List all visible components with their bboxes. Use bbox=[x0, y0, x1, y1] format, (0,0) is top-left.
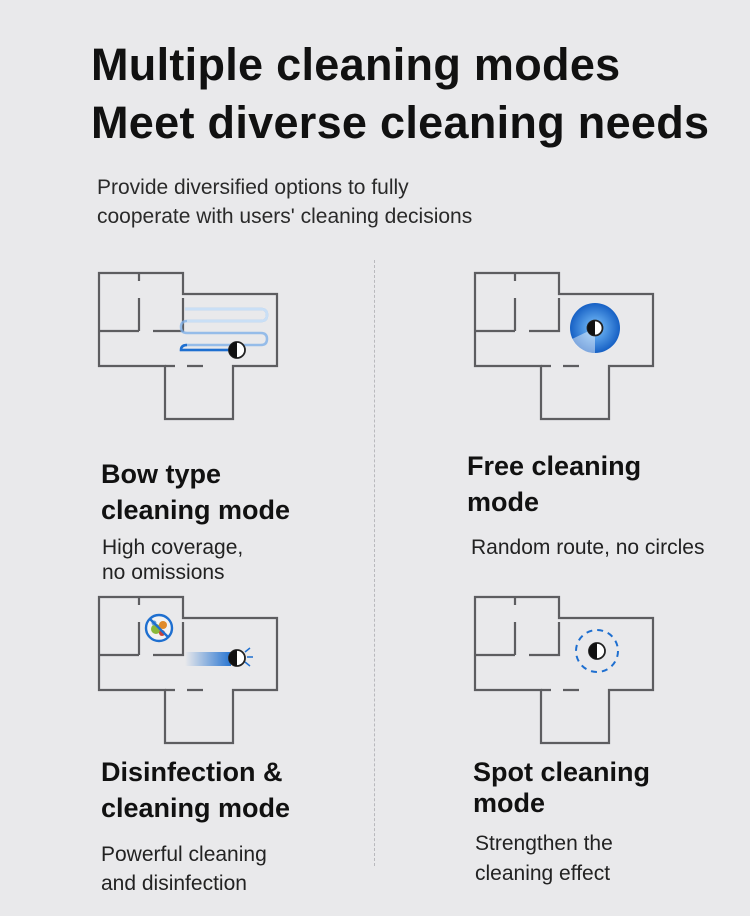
spot-cleaning-icon bbox=[473, 595, 655, 745]
mode-description: Powerful cleaning and disinfection bbox=[101, 843, 267, 895]
disinfection-icon bbox=[97, 595, 279, 745]
mode-description: Strengthen the cleaning effect bbox=[475, 832, 613, 885]
mode-description: High coverage, no omissions bbox=[102, 536, 244, 584]
free-cleaning-icon bbox=[473, 271, 655, 421]
mode-title: Spot cleaning mode bbox=[473, 757, 651, 818]
page-title: Multiple cleaning modes Meet diverse cle… bbox=[91, 36, 709, 152]
center-divider bbox=[374, 260, 375, 866]
subtitle-line-1: Provide diversified options to fully bbox=[97, 176, 409, 199]
mode-title: Free cleaning mode bbox=[467, 451, 642, 517]
subtitle-line-2: cooperate with users' cleaning decisions bbox=[97, 205, 473, 228]
title-line-1: Multiple cleaning modes bbox=[91, 39, 621, 90]
mode-title: Disinfection & cleaning mode bbox=[101, 757, 291, 823]
bow-path-icon bbox=[97, 271, 279, 421]
title-line-2: Meet diverse cleaning needs bbox=[91, 97, 710, 148]
mode-description: Random route, no circles bbox=[471, 536, 705, 559]
page-subtitle: Provide diversified options to fully coo… bbox=[97, 173, 472, 231]
mode-title: Bow type cleaning mode bbox=[101, 459, 291, 525]
